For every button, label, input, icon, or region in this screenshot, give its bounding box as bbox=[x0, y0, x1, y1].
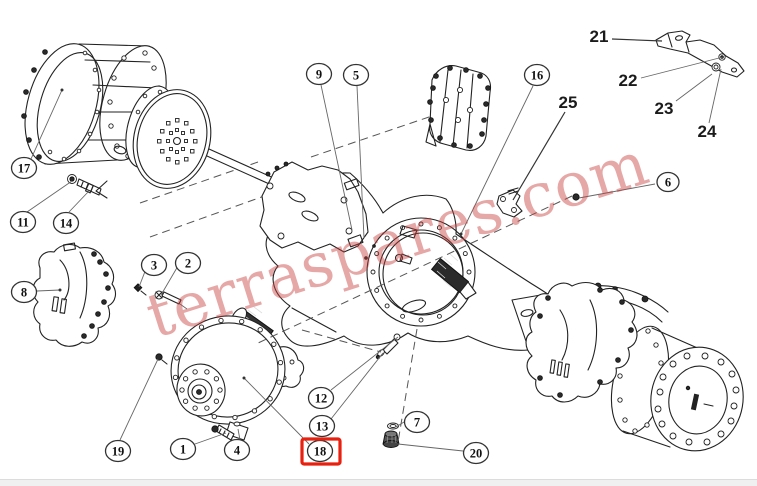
callout-14: 14 bbox=[52, 211, 80, 235]
callout-6: 6 bbox=[656, 171, 680, 193]
bolt-item-6-target bbox=[572, 193, 580, 201]
svg-text:2: 2 bbox=[185, 257, 191, 271]
leader-lines bbox=[26, 38, 724, 452]
caliper-bars bbox=[549, 359, 570, 378]
svg-text:1: 1 bbox=[180, 443, 186, 457]
right-wheel-end bbox=[525, 281, 744, 452]
circled-callouts: 1 2 3 4 5 6 7 8 9 11 12 13 14 16 17 18 1… bbox=[9, 62, 680, 465]
callout-9: 9 bbox=[305, 62, 333, 86]
right-hub-bolts bbox=[654, 352, 740, 446]
stud-items-11-14 bbox=[67, 174, 108, 199]
callout-7: 7 bbox=[403, 410, 431, 434]
spring-bracket-plate bbox=[259, 161, 369, 253]
callout-3: 3 bbox=[140, 253, 168, 277]
callout-1: 1 bbox=[169, 437, 197, 461]
brake-disc bbox=[132, 89, 212, 189]
callout-11: 11 bbox=[9, 210, 37, 234]
svg-text:16: 16 bbox=[531, 69, 544, 83]
bolt-items-3-2 bbox=[133, 283, 188, 310]
hub-center-key bbox=[690, 393, 700, 411]
callout-23: 23 bbox=[655, 99, 674, 118]
svg-text:3: 3 bbox=[151, 259, 157, 273]
callout-19: 19 bbox=[104, 439, 132, 463]
callout-5: 5 bbox=[342, 63, 370, 87]
valve8-bolts bbox=[81, 251, 111, 339]
callout-21: 21 bbox=[590, 27, 609, 46]
differential-assembly bbox=[170, 306, 305, 441]
svg-text:8: 8 bbox=[21, 286, 27, 300]
valve-assembly-item-8 bbox=[32, 242, 117, 347]
callout-20: 20 bbox=[462, 441, 490, 465]
svg-text:4: 4 bbox=[234, 444, 241, 458]
callout-8: 8 bbox=[10, 280, 38, 304]
bottom-scrollbar-track[interactable] bbox=[0, 479, 757, 486]
svg-text:7: 7 bbox=[414, 416, 420, 430]
valve-block-top bbox=[425, 65, 492, 151]
bolt-items-1-4 bbox=[211, 421, 241, 441]
bracket-item-25-target bbox=[496, 187, 523, 218]
svg-text:17: 17 bbox=[18, 162, 31, 176]
left-final-drive-hub bbox=[21, 43, 288, 192]
svg-text:11: 11 bbox=[17, 216, 29, 230]
callout-24: 24 bbox=[698, 122, 717, 141]
callout-13: 13 bbox=[308, 414, 336, 438]
axis-dashed-overlay bbox=[255, 195, 573, 443]
callout-2: 2 bbox=[174, 251, 202, 275]
svg-text:5: 5 bbox=[353, 69, 359, 83]
highlight-box-item-18 bbox=[300, 437, 342, 466]
svg-text:19: 19 bbox=[112, 445, 125, 459]
svg-text:12: 12 bbox=[315, 392, 328, 406]
plain-callouts: 21 22 23 24 25 bbox=[559, 27, 717, 141]
shim-plate bbox=[347, 234, 364, 248]
svg-text:20: 20 bbox=[470, 447, 483, 461]
svg-text:18: 18 bbox=[314, 445, 327, 459]
spline-coupling bbox=[157, 118, 198, 165]
bracket-items-21-24 bbox=[655, 30, 745, 78]
plug-item-20-target bbox=[382, 430, 400, 448]
callout-16: 16 bbox=[523, 63, 551, 87]
svg-text:6: 6 bbox=[665, 176, 671, 190]
callout-12: 12 bbox=[307, 386, 335, 410]
washer-item-7-target bbox=[387, 422, 399, 430]
hub-rim-lugs bbox=[21, 49, 48, 160]
pinion-spline-stub bbox=[430, 253, 477, 300]
caliper-bolts bbox=[537, 287, 634, 398]
svg-text:13: 13 bbox=[316, 420, 329, 434]
callout-17: 17 bbox=[10, 156, 38, 180]
diff-cage-bolts bbox=[179, 369, 223, 411]
callout-22: 22 bbox=[619, 71, 638, 90]
hub-cap-bolts bbox=[47, 50, 102, 162]
valve-block-bolts bbox=[427, 65, 491, 149]
callout-4: 4 bbox=[223, 438, 251, 462]
svg-text:14: 14 bbox=[60, 217, 73, 231]
callout-25: 25 bbox=[559, 93, 578, 112]
svg-text:9: 9 bbox=[316, 68, 322, 82]
bolt-item-19-target bbox=[155, 353, 168, 365]
callout-18-highlighted: 18 bbox=[306, 439, 334, 463]
